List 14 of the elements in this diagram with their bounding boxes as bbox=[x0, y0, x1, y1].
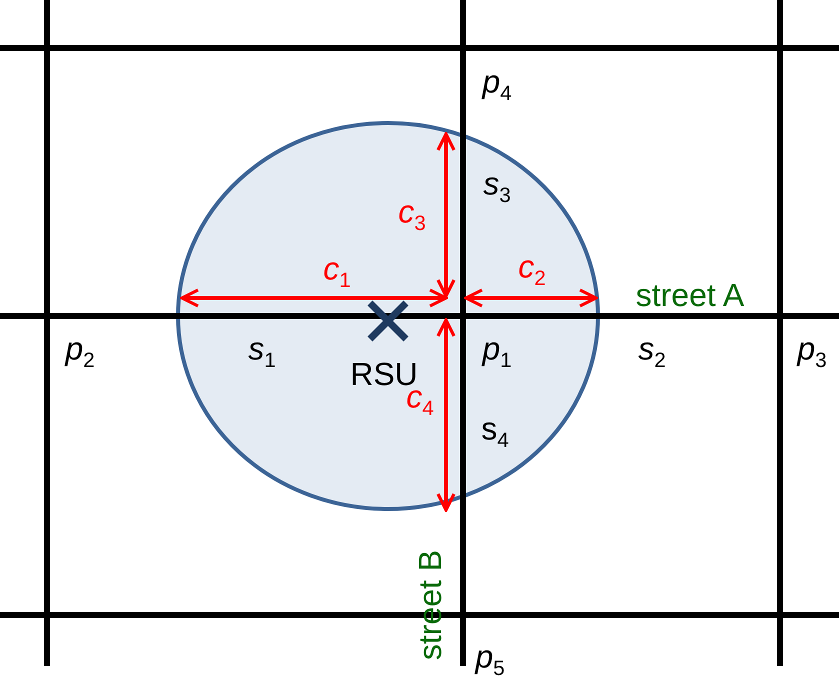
point-label: p$_{3}$ bbox=[797, 332, 827, 372]
distance-label: c$_{2}$ bbox=[518, 250, 546, 290]
point-label: p$_{5}$ bbox=[475, 640, 505, 680]
segment-label: s$_{1}$ bbox=[248, 332, 276, 372]
point-label: p$_{4}$ bbox=[482, 65, 512, 105]
point-label: p$_{1}$ bbox=[482, 332, 512, 372]
segment-label: s$_{4}$ bbox=[481, 412, 509, 452]
distance-label: c$_{1}$ bbox=[323, 252, 351, 292]
street-label: street B bbox=[414, 550, 446, 660]
distance-label: c$_{3}$ bbox=[398, 195, 426, 235]
segment-label: s$_{2}$ bbox=[638, 332, 666, 372]
street-label: street A bbox=[636, 279, 744, 311]
point-label: p$_{2}$ bbox=[65, 332, 95, 372]
segment-label: s$_{3}$ bbox=[483, 167, 511, 207]
